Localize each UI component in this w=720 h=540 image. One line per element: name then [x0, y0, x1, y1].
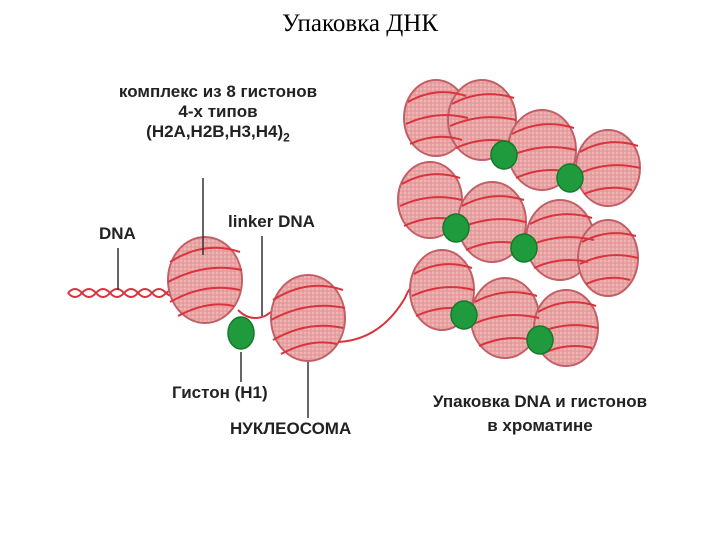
nucleosome-label: НУКЛЕОСОМА	[230, 419, 352, 438]
linker-dna-label: linker DNA	[228, 212, 315, 231]
chromatin-cluster	[397, 79, 641, 367]
nucleosome-1	[167, 236, 243, 324]
dna-to-chromatin-strand	[337, 279, 421, 343]
pointer-lines	[117, 178, 309, 418]
chromatin-h1-histones	[442, 140, 584, 355]
histone-h1-label: Гистон (H1)	[172, 383, 268, 402]
page-title: Упаковка ДНК	[281, 10, 439, 37]
chromatin-label: Упаковка DNA и гистонов в хроматине	[432, 392, 648, 435]
dna-label: DNA	[99, 224, 136, 243]
histone-h1-shape	[227, 316, 255, 350]
nucleosome-2	[270, 274, 346, 362]
histone-complex-label: комплекс из 8 гистонов 4-х типов (H2A,H2…	[118, 82, 318, 145]
dna-double-helix	[67, 288, 179, 298]
